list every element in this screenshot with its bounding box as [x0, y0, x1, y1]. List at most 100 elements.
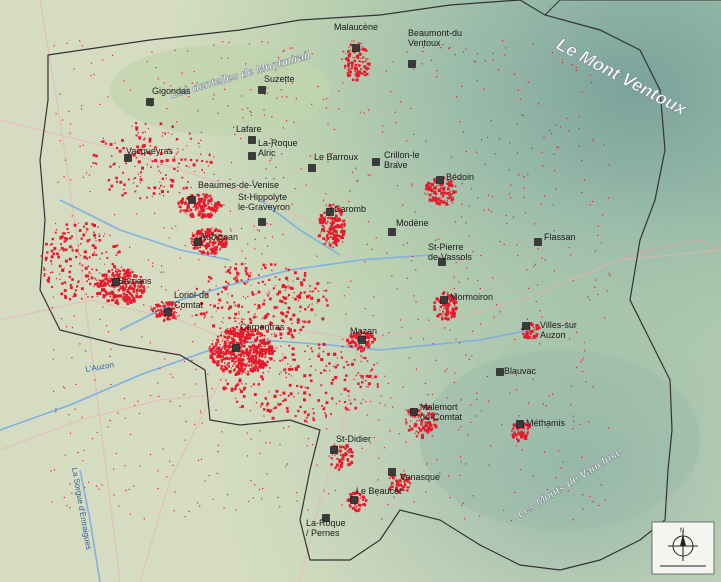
town-marker	[388, 228, 396, 236]
town-label: La-Roque/ Pernes	[306, 518, 346, 538]
town-marker	[410, 408, 418, 416]
town-label: Blauvac	[504, 366, 537, 376]
town-label: Caromb	[334, 204, 366, 214]
rivers-layer	[0, 199, 531, 582]
town-methamis[interactable]: Méthamis	[516, 418, 566, 428]
town-marker	[408, 60, 416, 68]
town-marker	[388, 468, 396, 476]
town-malaucene[interactable]: Malaucène	[334, 22, 378, 52]
town-marker	[248, 136, 256, 144]
town-marker	[440, 296, 448, 304]
town-label: Méthamis	[526, 418, 566, 428]
urban-areas-layer	[40, 40, 611, 522]
town-marker	[194, 238, 202, 246]
town-aubignan[interactable]: Aubignan	[194, 232, 239, 246]
town-marker	[522, 322, 530, 330]
town-label: Sarrians	[118, 276, 152, 286]
town-label: Le Beaucet	[356, 486, 402, 496]
town-label: Modène	[396, 218, 429, 228]
intercommunal-border	[39, 0, 673, 571]
town-modene[interactable]: Modène	[388, 218, 429, 236]
town-label: Bédoin	[446, 172, 474, 182]
town-caromb[interactable]: Caromb	[326, 204, 367, 216]
town-marker	[164, 308, 172, 316]
town-marker	[372, 158, 380, 166]
town-label: Carpentras	[240, 322, 285, 332]
town-marker	[232, 344, 240, 352]
town-blauvac[interactable]: Blauvac	[496, 366, 537, 376]
town-marker	[188, 196, 196, 204]
town-lafare[interactable]: Lafare	[236, 124, 262, 144]
town-sarrians[interactable]: Sarrians	[112, 276, 153, 286]
town-vacqueyras[interactable]: Vacqueyras	[124, 146, 174, 162]
town-label: Malaucène	[334, 22, 378, 32]
town-marker	[516, 420, 524, 428]
town-label: St-Didier	[336, 434, 371, 444]
town-label: Le Barroux	[314, 152, 359, 162]
town-marker	[496, 368, 504, 376]
town-marker	[258, 86, 266, 94]
town-label: Venasque	[400, 472, 440, 482]
town-beaumes[interactable]: Beaumes-de-Venise	[188, 180, 280, 204]
town-marker	[112, 278, 120, 286]
town-beaucet[interactable]: Le Beaucet	[350, 486, 403, 504]
town-marker	[124, 154, 132, 162]
town-marker	[146, 98, 154, 106]
town-marker	[330, 446, 338, 454]
town-marker	[326, 208, 334, 216]
town-label: Suzette	[264, 74, 295, 84]
town-label: Aubignan	[200, 232, 238, 242]
town-marker	[358, 336, 366, 344]
town-marker	[438, 258, 446, 266]
compass-rose: N	[651, 521, 715, 575]
town-carpentras[interactable]: Carpentras	[232, 322, 286, 352]
town-flassan[interactable]: Flassan	[534, 232, 576, 246]
town-marker	[350, 496, 358, 504]
town-label: Gigondas	[152, 86, 191, 96]
town-suzette[interactable]: Suzette	[258, 74, 295, 94]
town-label: Mormoiron	[450, 292, 493, 302]
town-marker	[534, 238, 542, 246]
town-bedoin[interactable]: Bédoin	[436, 172, 475, 184]
town-marker	[258, 218, 266, 226]
town-venasque[interactable]: Venasque	[388, 468, 441, 483]
town-label: Vacqueyras	[126, 146, 173, 156]
town-marker	[308, 164, 316, 172]
town-marker	[436, 176, 444, 184]
town-marker	[248, 152, 256, 160]
town-label: Beaumes-de-Venise	[198, 180, 279, 190]
town-mormoiron[interactable]: Mormoiron	[440, 292, 494, 304]
town-marker	[322, 514, 330, 522]
town-label: Flassan	[544, 232, 576, 242]
town-barroux[interactable]: Le Barroux	[308, 152, 359, 172]
town-mazan[interactable]: Mazan	[350, 326, 377, 344]
ridge-shading	[420, 350, 700, 530]
compass-north-label: N	[680, 528, 684, 534]
town-gigondas[interactable]: Gigondas	[146, 86, 192, 106]
town-label: Mazan	[350, 326, 377, 336]
town-laroque-pernes[interactable]: La-Roque/ Pernes	[306, 514, 346, 539]
town-marker	[352, 44, 360, 52]
town-st-didier[interactable]: St-Didier	[330, 434, 372, 454]
ventoux-border	[544, 0, 721, 16]
